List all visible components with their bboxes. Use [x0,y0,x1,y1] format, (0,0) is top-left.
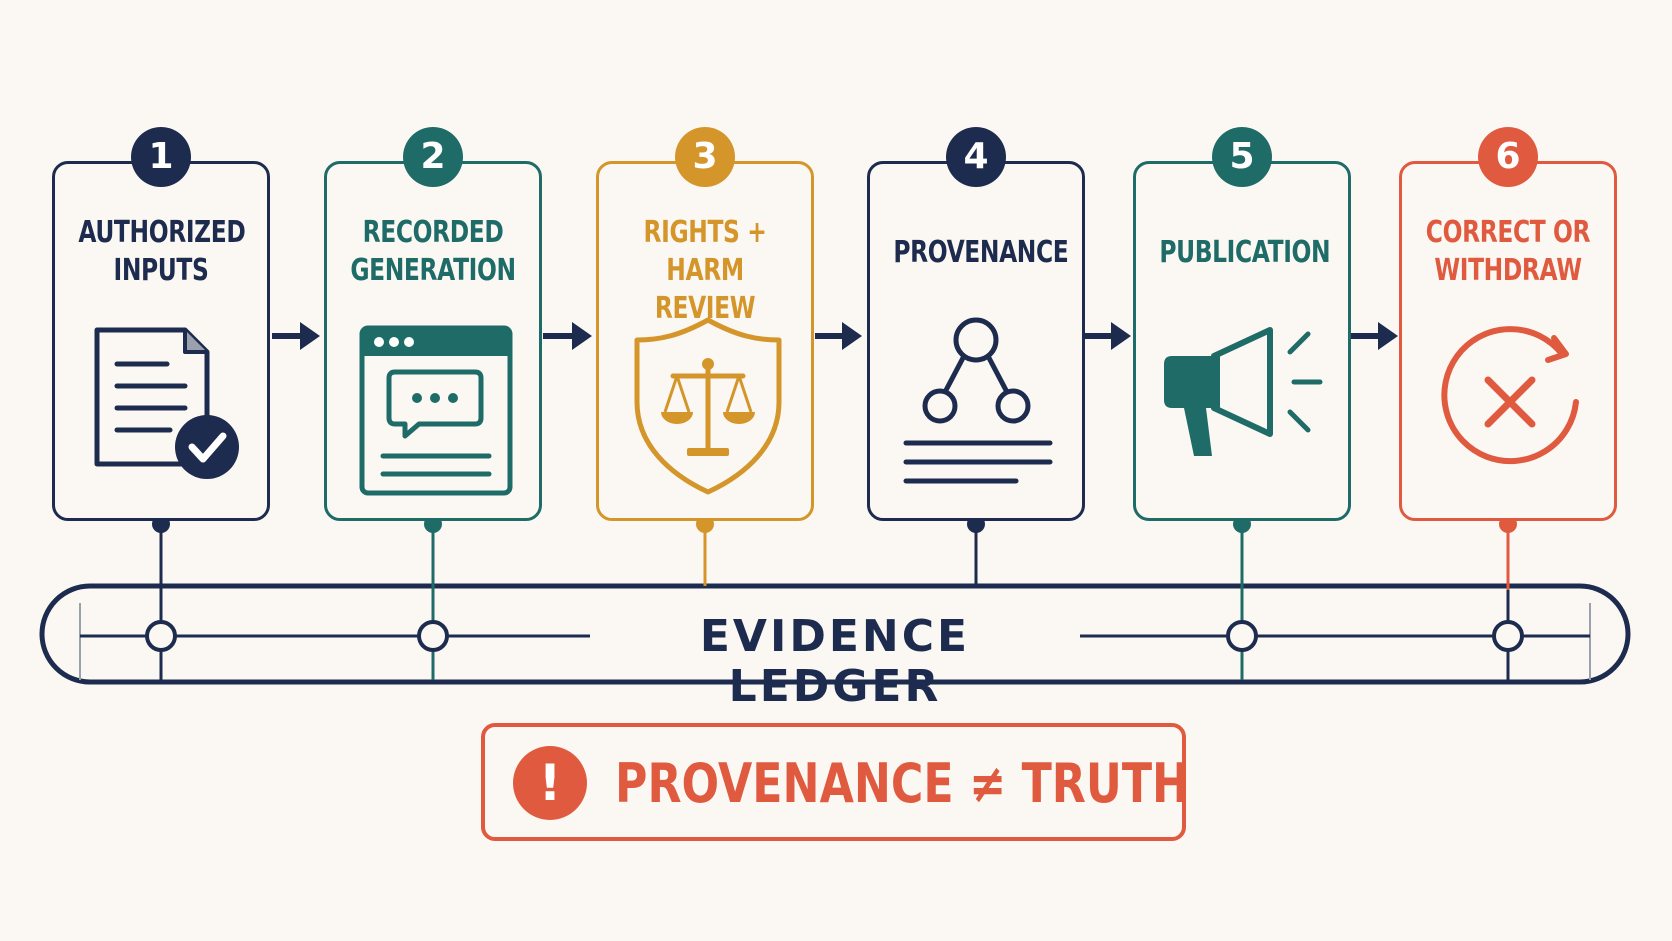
arrow-1-2 [272,322,320,350]
step-card-5: PUBLICATION [1133,161,1351,521]
megaphone-icon [1164,327,1323,456]
flow-arrows [272,322,1398,350]
step-title: PUBLICATION [1159,235,1331,270]
arrow-2-3 [543,322,592,350]
step-number-badge-4: 4 [946,127,1006,187]
arrow-5-6 [1350,322,1398,350]
step-title: RIGHTS + HARM REVIEW [643,215,767,326]
cancel-cycle-icon [1441,326,1579,465]
step-title: PROVENANCE [893,235,1069,270]
step-card-2: RECORDED GENERATION [324,161,542,521]
step-card-3: RIGHTS + HARM REVIEW [596,161,814,521]
step-card-6: CORRECT OR WITHDRAW [1399,161,1617,521]
step-number-badge-1: 1 [131,127,191,187]
step-number-badge-2: 2 [403,127,463,187]
connector-6 [1492,515,1524,680]
arrow-3-4 [815,322,862,350]
step-title: CORRECT OR WITHDRAW [1425,215,1591,288]
exclamation-icon: ! [513,746,587,820]
evidence-ledger-label: EVIDENCE LEDGER [699,611,971,712]
connector-1 [145,515,177,680]
step-card-4: PROVENANCE [867,161,1085,521]
connector-5 [1226,515,1258,680]
step-number-badge-5: 5 [1212,127,1272,187]
warning-text: PROVENANCE ≠ TRUTH [615,752,1190,815]
document-check-icon [94,327,239,479]
arrow-4-5 [1084,322,1131,350]
connector-4 [967,515,985,586]
step-title: AUTHORIZED INPUTS [78,215,246,288]
shield-scales-icon [634,317,782,495]
connector-3 [696,515,714,586]
step-title: RECORDED GENERATION [350,215,516,288]
connector-2 [417,515,449,680]
graph-nodes-icon [903,317,1053,484]
warning-banner: ! PROVENANCE ≠ TRUTH [481,723,1190,841]
step-number-badge-6: 6 [1478,127,1538,187]
browser-chat-icon [359,325,513,496]
step-number-badge-3: 3 [675,127,735,187]
step-card-1: AUTHORIZED INPUTS [52,161,270,521]
